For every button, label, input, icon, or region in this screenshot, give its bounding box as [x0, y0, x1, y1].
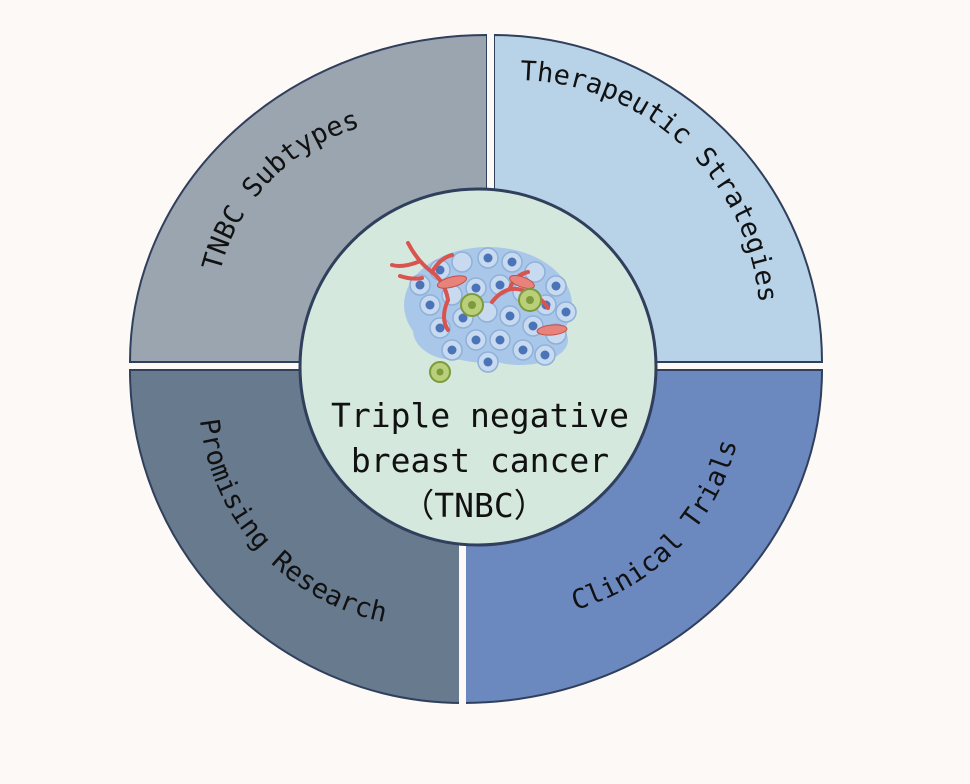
center-title-line-2: breast cancer [351, 441, 609, 480]
center-title-line-3: （TNBC） [401, 486, 546, 525]
blood-vessels [390, 241, 550, 332]
immune-cells [429, 288, 542, 383]
center-title-line-1: Triple negative [331, 396, 629, 435]
center-circle [298, 187, 658, 547]
fibroblasts [436, 275, 568, 336]
tumor-tissue-illustration [390, 241, 577, 383]
